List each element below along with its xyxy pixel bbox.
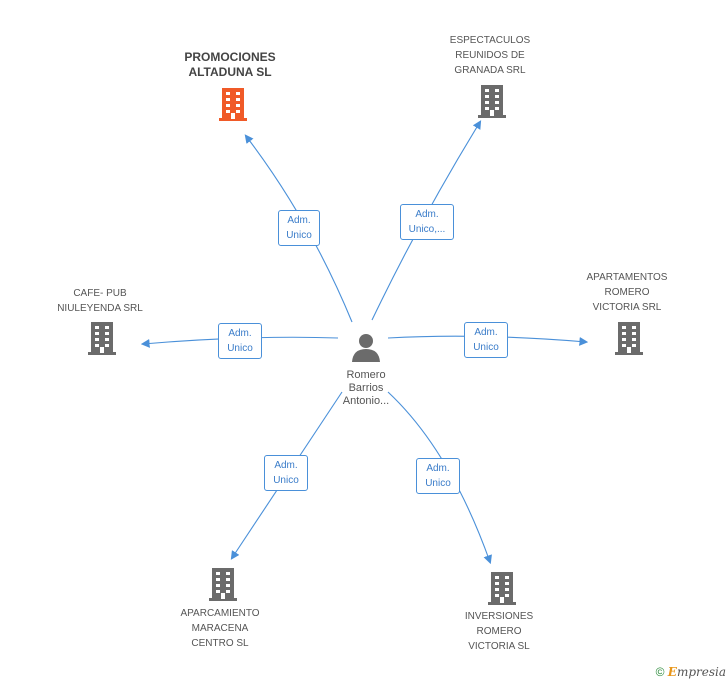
- person-icon[interactable]: [351, 332, 381, 362]
- person-name[interactable]: Romero Barrios Antonio...: [342, 369, 390, 407]
- role-box-apartamentos[interactable]: Adm. Unico: [464, 322, 508, 358]
- company-name-aparcamiento[interactable]: APARCAMIENTO MARACENA CENTRO SL: [180, 608, 260, 649]
- company-name-cafe[interactable]: CAFE- PUB NIULEYENDA SRL: [57, 288, 143, 314]
- role-box-promociones[interactable]: Adm. Unico: [278, 210, 320, 246]
- building-icon[interactable]: [476, 83, 508, 119]
- brand-text: mpresia: [676, 665, 726, 679]
- building-icon[interactable]: [207, 566, 239, 602]
- role-box-aparcamiento[interactable]: Adm. Unico: [264, 455, 308, 491]
- copyright-symbol: ©: [655, 665, 665, 679]
- company-name-inversiones[interactable]: INVERSIONES ROMERO VICTORIA SL: [464, 611, 534, 652]
- building-icon[interactable]: [86, 320, 118, 356]
- role-box-cafe[interactable]: Adm. Unico: [218, 323, 262, 359]
- company-name-promociones[interactable]: PROMOCIONES ALTADUNA SL: [184, 50, 276, 79]
- company-name-espectaculos[interactable]: ESPECTACULOS REUNIDOS DE GRANADA SRL: [449, 35, 531, 76]
- brand-e: E: [667, 665, 677, 679]
- building-icon[interactable]: [613, 320, 645, 356]
- building-icon[interactable]: [217, 86, 249, 122]
- building-icon[interactable]: [486, 570, 518, 606]
- role-box-espectaculos[interactable]: Adm. Unico,...: [400, 204, 454, 240]
- role-box-inversiones[interactable]: Adm. Unico: [416, 458, 460, 494]
- company-name-apartamentos[interactable]: APARTAMENTOS ROMERO VICTORIA SRL: [586, 272, 668, 313]
- empresia-logo: © Empresia: [656, 665, 726, 679]
